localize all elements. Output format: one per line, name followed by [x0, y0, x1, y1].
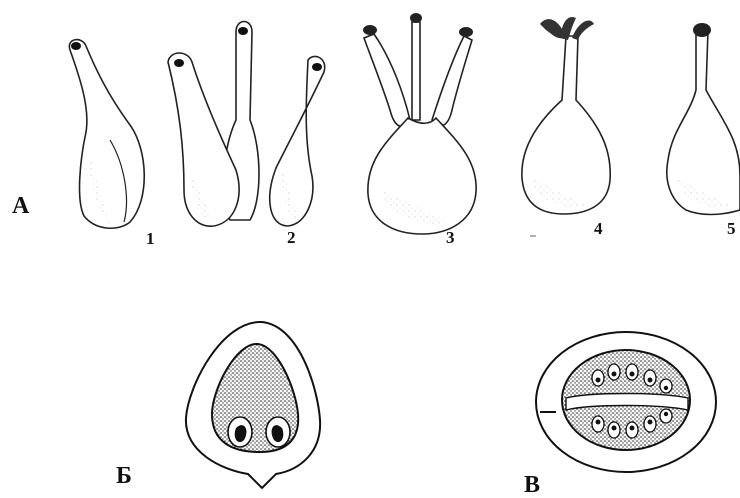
panel-b-letter: Б	[116, 464, 132, 488]
pistil-number-5: 5	[727, 220, 736, 237]
pistil-4-drawing	[522, 17, 610, 214]
pistil-3-drawing	[363, 13, 476, 234]
ovary-cross-section-v	[536, 332, 716, 472]
pistil-1-drawing	[69, 40, 144, 229]
pistil-number-4: 4	[594, 220, 603, 237]
pistil-number-1: 1	[146, 230, 155, 247]
pistil-5-drawing	[667, 23, 740, 215]
pistil-number-3: 3	[446, 229, 455, 246]
pistil-number-2: 2	[287, 229, 296, 246]
panel-v-letter: В	[524, 473, 540, 497]
ovary-cross-section-b	[186, 322, 320, 488]
pistil-2-drawing	[168, 22, 325, 227]
panel-a-letter: А	[12, 194, 29, 218]
